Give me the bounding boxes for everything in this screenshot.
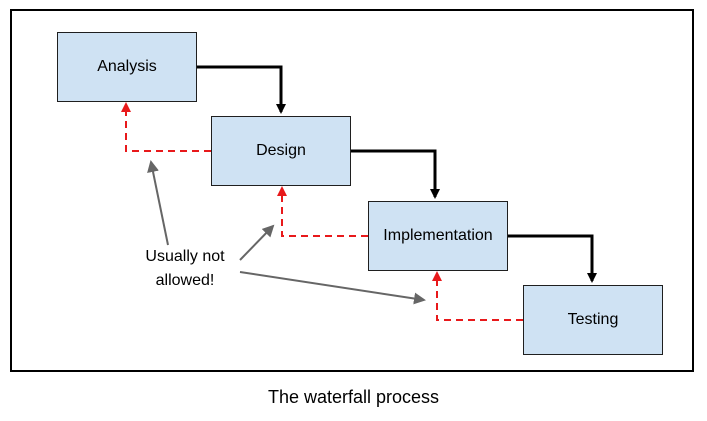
stage-box-analysis[interactable]: Analysis [57, 32, 197, 102]
pointer-arrow-to-third-backflow [239, 271, 426, 305]
stage-label-implementation: Implementation [383, 227, 493, 244]
forward-arrow-analysis-to-design [197, 65, 286, 114]
figure-caption: The waterfall process [267, 387, 440, 407]
backward-arrow-design-to-analysis [121, 102, 211, 152]
annotation-note: Usually not allowed! [120, 245, 250, 293]
backward-arrow-implementation-to-design [277, 186, 368, 237]
stage-label-design: Design [256, 142, 306, 159]
stage-box-testing[interactable]: Testing [523, 285, 663, 355]
forward-arrow-design-to-implementation [351, 149, 440, 199]
stage-box-design[interactable]: Design [211, 116, 351, 186]
stage-label-analysis: Analysis [97, 58, 157, 75]
pointer-arrow-to-first-backflow [147, 160, 169, 246]
forward-arrow-implementation-to-testing [508, 234, 597, 283]
pointer-arrow-to-second-backflow [239, 224, 275, 261]
backward-arrow-testing-to-implementation [432, 271, 523, 321]
stage-box-implementation[interactable]: Implementation [368, 201, 508, 271]
annotation-line-2: allowed! [155, 272, 215, 289]
annotation-line-1: Usually not [145, 248, 225, 265]
stage-label-testing: Testing [567, 311, 619, 328]
